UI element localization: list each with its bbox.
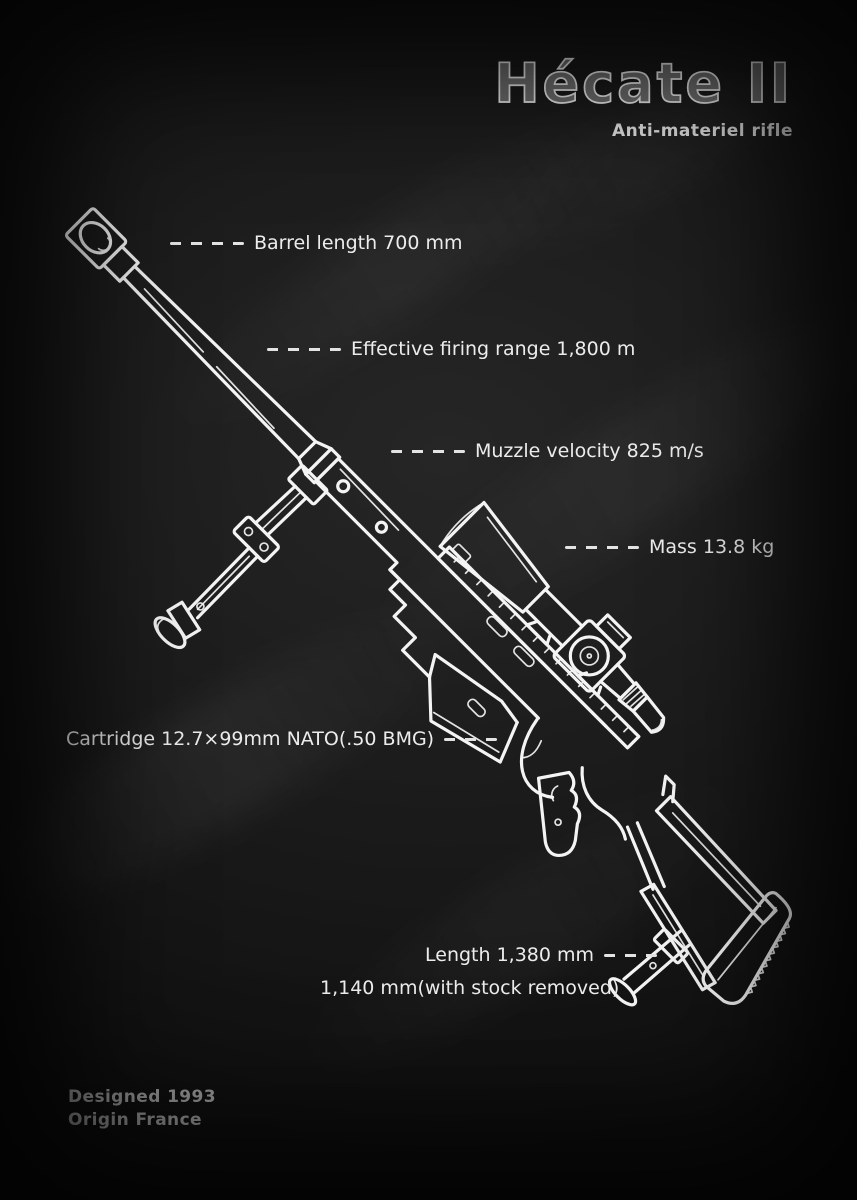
label-firing-range: Effective firing range 1,800 m bbox=[267, 338, 635, 360]
label-text: Mass 13.8 kg bbox=[649, 536, 775, 558]
scope bbox=[438, 500, 666, 734]
label-length: Length 1,380 mm bbox=[425, 944, 658, 966]
label-text: Effective firing range 1,800 m bbox=[351, 338, 636, 360]
label-text: Muzzle velocity 825 m/s bbox=[475, 440, 704, 462]
poster-title: Hécate II bbox=[493, 52, 793, 115]
label-text: Barrel length 700 mm bbox=[254, 232, 463, 254]
label-length-note: 1,140 mm(with stock removed) bbox=[320, 977, 619, 999]
dashed-leader bbox=[444, 737, 498, 741]
butt-pad-serrations bbox=[746, 920, 790, 995]
trigger-guard bbox=[519, 717, 555, 799]
label-mass: Mass 13.8 kg bbox=[565, 536, 774, 558]
label-barrel-length: Barrel length 700 mm bbox=[170, 232, 462, 254]
bipod-foot bbox=[153, 616, 187, 650]
dashed-leader bbox=[170, 241, 244, 245]
title-block: Hécate II Anti-materiel rifle bbox=[493, 52, 793, 141]
footer-designed: Designed 1993 bbox=[68, 1087, 216, 1107]
barrel bbox=[121, 264, 342, 485]
dashed-leader bbox=[604, 953, 658, 957]
footer: Designed 1993 Origin France bbox=[68, 1086, 216, 1132]
label-cartridge: Cartridge 12.7×99mm NATO(.50 BMG) bbox=[66, 728, 498, 750]
scope-turret-knob bbox=[568, 635, 610, 677]
footer-origin: Origin France bbox=[68, 1110, 202, 1130]
dashed-leader bbox=[267, 347, 341, 351]
poster-subtitle: Anti-materiel rifle bbox=[611, 120, 793, 141]
dashed-leader bbox=[391, 449, 465, 453]
label-text: Cartridge 12.7×99mm NATO(.50 BMG) bbox=[66, 728, 435, 750]
muzzle-brake bbox=[64, 207, 128, 270]
scope-eyepiece bbox=[631, 695, 666, 734]
magazine bbox=[388, 568, 519, 764]
butt-pad bbox=[701, 891, 793, 1005]
dashed-leader bbox=[565, 545, 639, 549]
label-muzzle-velocity: Muzzle velocity 825 m/s bbox=[391, 440, 704, 462]
label-text: Length 1,380 mm bbox=[425, 944, 595, 966]
label-text: 1,140 mm(with stock removed) bbox=[320, 977, 620, 999]
bipod bbox=[153, 464, 329, 650]
pistol-grip bbox=[536, 770, 582, 858]
